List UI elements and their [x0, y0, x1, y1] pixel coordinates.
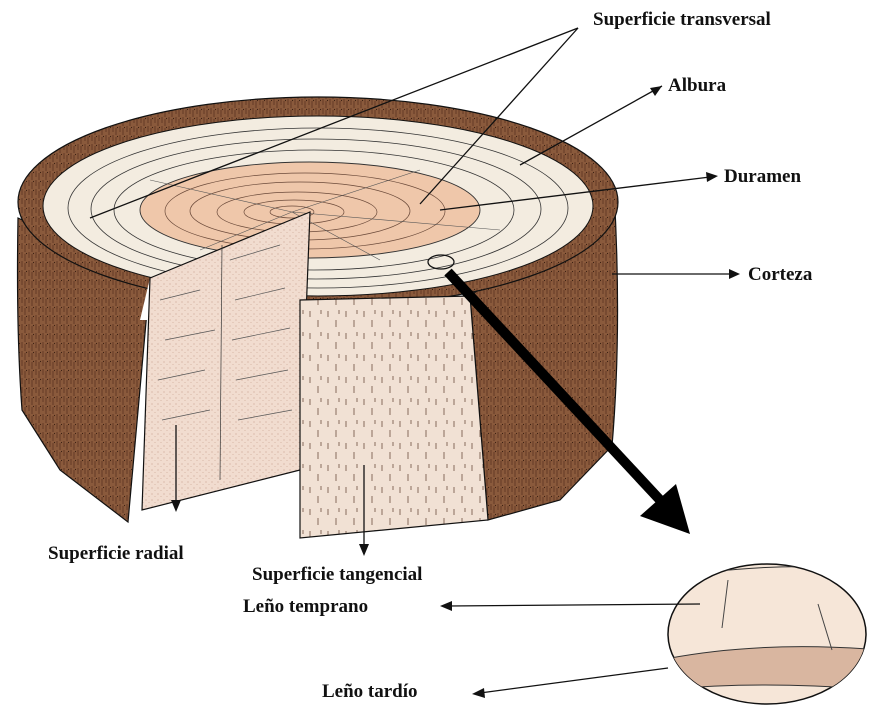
label-duramen: Duramen [724, 167, 801, 186]
heartwood-area [140, 162, 480, 258]
label-superficie-radial: Superficie radial [48, 544, 184, 563]
tangential-surface [300, 296, 488, 538]
label-leno-temprano: Leño temprano [243, 597, 368, 616]
label-superficie-tangencial: Superficie tangencial [252, 565, 422, 584]
label-corteza: Corteza [748, 265, 812, 284]
label-leno-tardio: Leño tardío [322, 682, 418, 701]
label-superficie-transversal: Superficie transversal [593, 10, 771, 29]
label-albura: Albura [668, 76, 726, 95]
